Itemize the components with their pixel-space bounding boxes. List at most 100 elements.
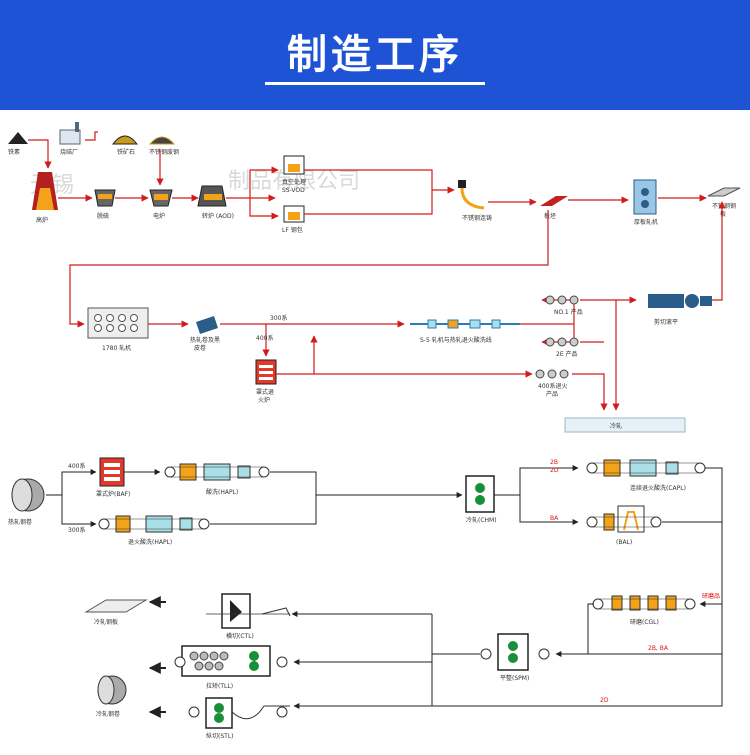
label-tll: 拉矫(TLL) <box>206 682 233 690</box>
label-ctl: 横切(CTL) <box>226 632 254 640</box>
hot-coil-icon <box>196 316 218 334</box>
label-ba: BA <box>550 515 559 522</box>
arrow-sinter <box>85 131 98 141</box>
continuous-caster-icon <box>458 180 485 210</box>
label-cold-sheet: 冷轧钢板 <box>94 618 118 626</box>
cold-sheet-icon <box>84 599 148 613</box>
label-baf-2: 火炉 <box>258 396 270 404</box>
label-2b2d-2: 2D <box>550 467 559 474</box>
label-desulf: 脱硫 <box>97 212 109 220</box>
arrow-cgl-out <box>587 603 594 654</box>
label-hotmill: 1780 轧机 <box>102 344 131 352</box>
label-hapl-2: 退火酸洗(HAPL) <box>128 538 172 546</box>
label-vod-1: 真空处理 <box>282 178 306 186</box>
arrow-lf-to-caster <box>304 190 433 215</box>
raw-label-3: 铁矿石 <box>117 148 135 156</box>
cold-coil-icon <box>97 675 127 705</box>
capl-icon <box>586 459 706 477</box>
blast-furnace-icon <box>32 172 58 210</box>
tll-icon <box>174 645 288 677</box>
slitter-icon <box>648 294 712 308</box>
arrow-slitter-to-plate <box>712 201 726 301</box>
scrap-pile-icon <box>148 136 176 145</box>
label-2b2d-1: 2B <box>550 459 558 466</box>
ctl-icon <box>206 593 291 629</box>
hapl-1-icon <box>164 463 270 481</box>
ap-line-icon <box>410 319 520 329</box>
desulfurization-icon <box>94 189 116 207</box>
bal-icon <box>586 505 662 533</box>
arrow-capl-out <box>705 467 723 522</box>
label-300-series: 300系 <box>68 526 85 534</box>
arrow-raw-to-furnace <box>28 139 52 169</box>
arrow-hotcoil-to-hapl <box>61 495 97 527</box>
lf-icon <box>283 205 305 223</box>
label-vod-2: SS-VOD <box>282 187 305 194</box>
label-cold-mill-top: 冷轧 <box>610 422 622 430</box>
raw-label-1: 铁素 <box>8 148 20 156</box>
label-ap-line: S-5 轧机与热轧退火酸洗线 <box>420 336 492 344</box>
label-slitter: 剪切滚平 <box>654 318 678 326</box>
label-no1: NO.1 产品 <box>554 308 583 316</box>
label-plate-2: 板 <box>720 210 726 218</box>
arrow-400-to-cold <box>572 373 608 411</box>
arrow-hapl1-out <box>270 471 317 495</box>
stainless-plate-icon <box>707 187 741 197</box>
arrow-aod-to-vod <box>226 166 279 199</box>
page-title: 制造工序 <box>287 32 463 78</box>
label-baf: 罩式炉(BAF) <box>96 490 130 498</box>
sinter-plant-icon <box>59 122 81 145</box>
rough-mill-icon <box>633 179 657 215</box>
label-blast-furnace: 高炉 <box>36 216 48 224</box>
no1-product-icon <box>545 295 579 305</box>
raw-label-4: 不锈钢废钢 <box>149 148 179 156</box>
hot-mill-icon <box>87 307 149 339</box>
label-slab: 板坯 <box>544 212 556 220</box>
arrow-aod-to-lf <box>249 198 279 220</box>
spm-icon <box>480 633 550 671</box>
eaf-icon <box>149 189 173 207</box>
label-capl: 连续退火酸洗(CAPL) <box>630 484 686 492</box>
label-rough: 厚板轧机 <box>634 218 658 226</box>
arrow-bal-out <box>662 521 723 630</box>
label-300-series-top: 300系 <box>270 314 287 322</box>
arrow-to-cold-mill <box>210 492 463 525</box>
label-stl: 纵切(STL) <box>206 733 234 740</box>
label-hapl-1: 酸洗(HAPL) <box>206 488 238 496</box>
label-400-series: 400系 <box>68 462 85 470</box>
label-bal: (BAL) <box>616 539 632 546</box>
vod-icon <box>283 155 305 175</box>
baf-icon <box>99 457 125 487</box>
label-baf-1: 罩式退 <box>256 388 274 396</box>
label-hotcoil-1: 热轧卷及黑 <box>190 336 220 344</box>
label-2b-ba: 2B, BA <box>648 645 669 652</box>
arrow-slab-to-hotmill <box>69 210 549 328</box>
label-chm: 冷轧(CHM) <box>466 516 497 524</box>
title-underline <box>265 82 485 85</box>
2e-product-icon <box>545 337 579 347</box>
label-400-prod-2: 产品 <box>546 390 558 398</box>
label-spm: 平整(SPM) <box>500 674 529 682</box>
label-eaf: 电炉 <box>153 212 165 220</box>
bottom-hot-coil-icon <box>11 478 45 512</box>
header-banner: 制造工序 <box>0 0 750 110</box>
400-product-icon <box>535 369 569 379</box>
raw-label-2: 烧结厂 <box>60 148 78 156</box>
label-cgl: 研磨(CGL) <box>630 618 659 626</box>
arrow-2d-line <box>432 630 723 707</box>
arrow-chm-to-capl <box>494 465 579 496</box>
label-aod: 转炉 (AOD) <box>202 212 234 220</box>
label-hotcoil-2: 皮卷 <box>194 344 206 352</box>
ore-pile-icon <box>111 135 139 145</box>
stl-icon <box>188 697 290 729</box>
arrow-hotcoil-to-baf <box>46 469 97 496</box>
label-400-series-top: 400系 <box>256 334 273 342</box>
label-grind: 研磨品 <box>702 592 720 600</box>
label-2d: 2D <box>600 697 609 704</box>
label-2e: 2E 产品 <box>556 350 578 358</box>
aod-icon <box>197 185 227 207</box>
label-plate-1: 不锈钢钢 <box>712 202 736 210</box>
process-diagram: 无锡 制品有限公司 铁素 烧结厂 铁矿石 不锈钢废钢 高炉 脱硫 电炉 <box>8 122 741 740</box>
arrow-vod-to-caster <box>304 169 455 194</box>
label-caster: 不锈钢连铸 <box>462 214 492 222</box>
